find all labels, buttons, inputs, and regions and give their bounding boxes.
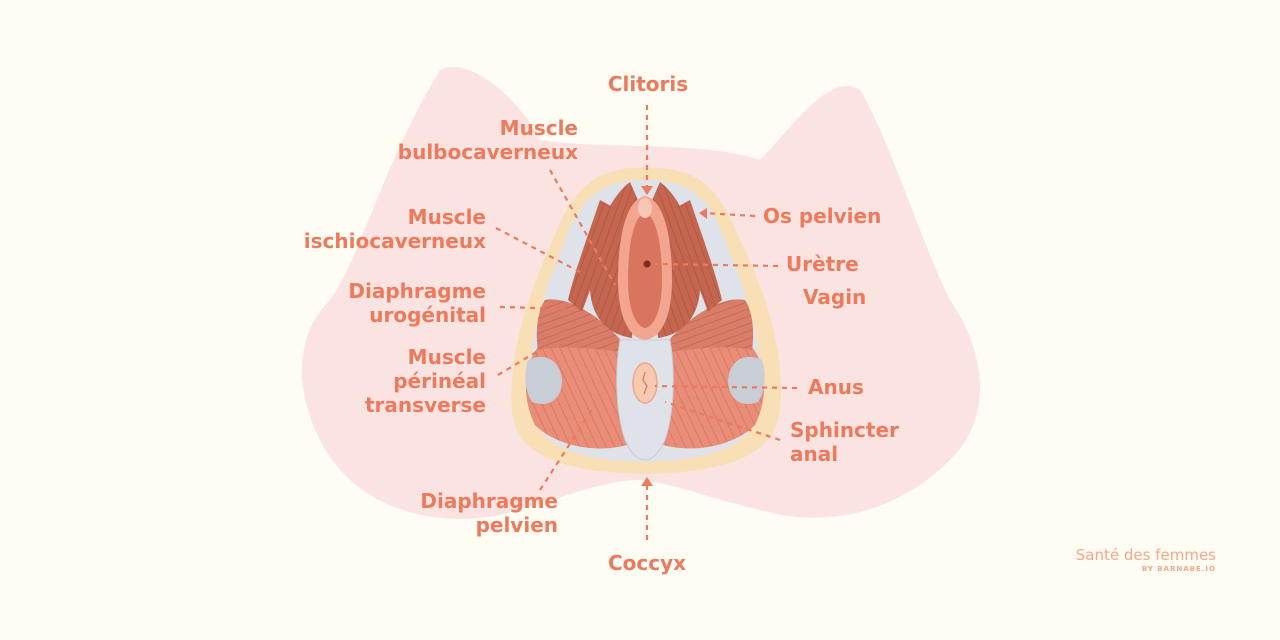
ischial-tissue-left (525, 356, 562, 404)
label-coccyx-text: Coccyx (607, 551, 687, 575)
label-anus-text: Anus (808, 375, 864, 399)
label-pelv-line2: pelvien (475, 513, 558, 537)
label-os-pelvien: Os pelvien (763, 204, 881, 228)
label-perineal-transverse: Muscle périnéal transverse (330, 345, 486, 417)
label-anus: Anus (808, 375, 864, 399)
leader-pelvien (539, 404, 596, 491)
label-pelv-line1: Diaphragme (420, 489, 558, 513)
label-clitoris-text: Clitoris (607, 72, 689, 96)
arrow-coccyx (641, 477, 653, 486)
label-bulbocaverneux: Muscle bulbocaverneux (366, 116, 578, 164)
leader-uretre (654, 262, 779, 268)
label-clitoris: Clitoris (600, 72, 696, 96)
transverse-perineal-left (536, 299, 625, 352)
label-uretre-text: Urètre (786, 252, 859, 276)
label-uro-line2: urogénital (369, 303, 486, 327)
brand-watermark: Santé des femmes BY BARNABE.IO (1076, 546, 1216, 574)
label-coccyx: Coccyx (596, 551, 698, 575)
leader-anus (654, 384, 798, 390)
leader-lines (495, 105, 798, 540)
leader-uro (499, 305, 576, 311)
label-vagin: Vagin (803, 285, 866, 309)
label-bulbo-line1: Muscle (499, 116, 578, 140)
ischial-tissue-right (728, 356, 765, 404)
label-trans-line1: Muscle (407, 345, 486, 369)
label-diaphragme-pelvien: Diaphragme pelvien (380, 489, 558, 537)
vagina-inner (628, 212, 662, 328)
label-sphincter-line1: Sphincter (790, 418, 899, 442)
label-vagin-text: Vagin (803, 285, 867, 309)
label-sphincter-anal: Sphincter anal (790, 418, 899, 466)
brand-subtitle: BY BARNABE.IO (1141, 565, 1216, 573)
label-os-text: Os pelvien (763, 204, 882, 228)
label-trans-line3: transverse (365, 393, 486, 417)
label-diaphragme-urogenital: Diaphragme urogénital (310, 279, 486, 327)
label-bulbo-line2: bulbocaverneux (397, 140, 578, 164)
brand-title: Santé des femmes (1075, 546, 1216, 564)
arrow-clitoris (641, 186, 653, 195)
urethra-dot (643, 260, 651, 268)
leader-sphincter (664, 400, 781, 442)
transverse-perineal-right (665, 299, 754, 352)
leader-arrowheads (641, 186, 707, 486)
label-trans-line2: périnéal (393, 369, 486, 393)
label-uretre: Urètre (786, 252, 859, 276)
label-ischio-line2: ischiocaverneux (303, 229, 486, 253)
leader-os (702, 211, 756, 218)
label-ischio-line1: Muscle (407, 205, 486, 229)
label-ischiocaverneux: Muscle ischiocaverneux (272, 205, 486, 253)
anus-slit (642, 371, 648, 395)
leader-bulbo (549, 169, 616, 286)
label-uro-line1: Diaphragme (348, 279, 486, 303)
label-sphincter-line2: anal (790, 442, 839, 466)
clitoris-shape (638, 198, 652, 218)
arrow-os (699, 208, 707, 219)
